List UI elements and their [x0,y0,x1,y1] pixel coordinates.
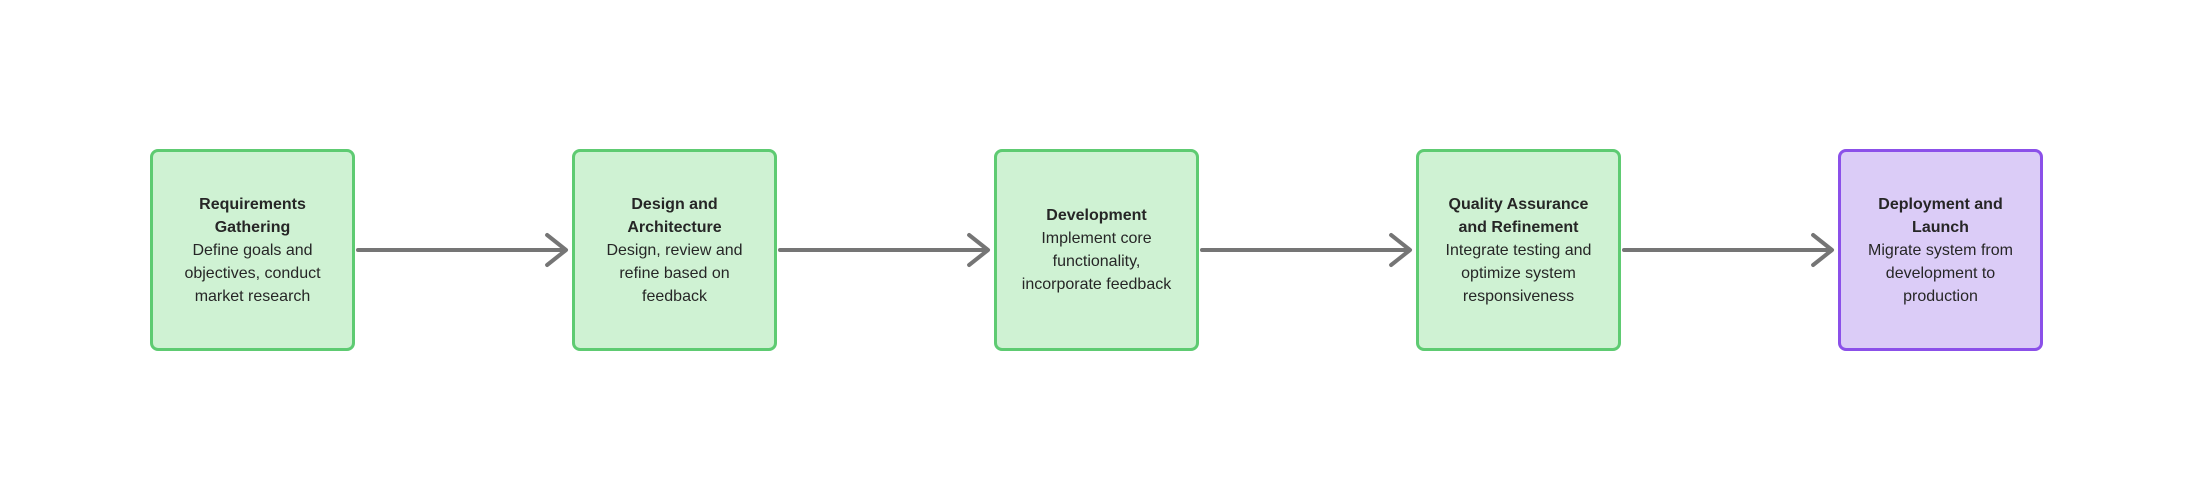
node-description: Define goals and objectives, conduct mar… [184,241,321,305]
node-description: Integrate testing and optimize system re… [1445,241,1592,305]
arrow-right-icon [777,228,994,272]
arrow-right-icon [1199,228,1416,272]
flow-arrow-3 [1199,228,1416,272]
flow-arrow-4 [1621,228,1838,272]
flow-node-quality-assurance-and-refinement: Quality Assurance and Refinement Integra… [1416,149,1621,351]
arrow-right-icon [355,228,572,272]
flow-arrow-2 [777,228,994,272]
flow-node-design-and-architecture: Design and Architecture Design, review a… [572,149,777,351]
node-title: Development [1046,207,1147,224]
flow-node-development: Development Implement core functionality… [994,149,1199,351]
flow-node-requirements-gathering: Requirements Gathering Define goals and … [150,149,355,351]
node-description: Implement core functionality, incorporat… [1021,230,1172,293]
node-title: Deployment and Launch [1878,195,2003,236]
flow-arrow-1 [355,228,572,272]
flow-node-deployment-and-launch: Deployment and Launch Migrate system fro… [1838,149,2043,351]
node-description: Migrate system from development to produ… [1868,241,2013,305]
node-title: Design and Architecture [627,195,722,236]
node-description: Design, review and refine based on feedb… [606,241,743,305]
node-title: Quality Assurance and Refinement [1448,195,1589,236]
arrow-right-icon [1621,228,1838,272]
node-title: Requirements Gathering [199,195,306,236]
